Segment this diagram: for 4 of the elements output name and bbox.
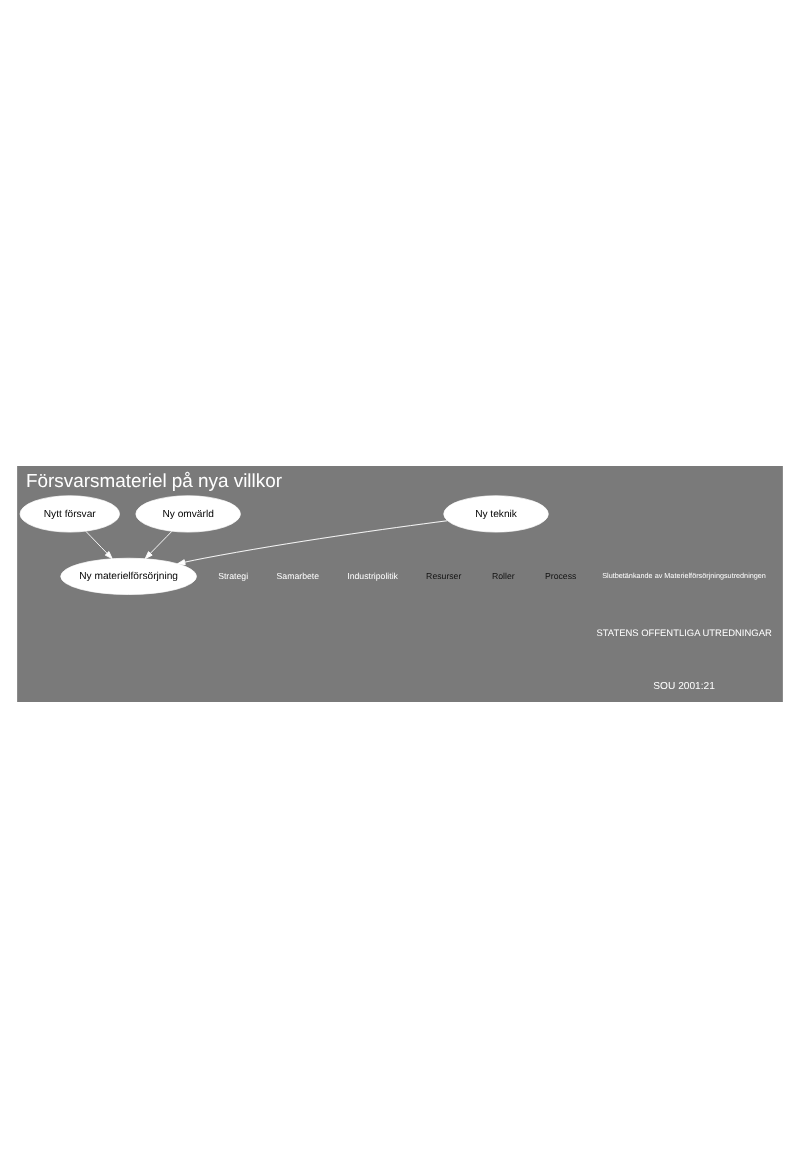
arrow bbox=[177, 520, 448, 566]
diagram-title: Försvarsmateriel på nya villkor bbox=[26, 470, 282, 493]
arrow bbox=[144, 530, 173, 560]
arrow bbox=[85, 530, 113, 560]
